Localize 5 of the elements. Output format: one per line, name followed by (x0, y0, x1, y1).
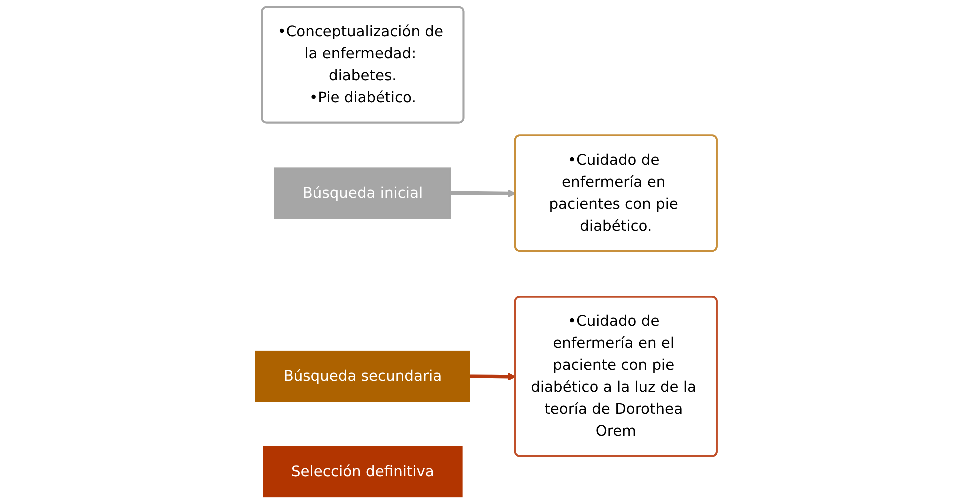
arrow (450, 190, 516, 198)
node-box: Búsqueda secundaria (255, 350, 470, 402)
node-box: Selección definitiva (262, 446, 463, 498)
arrow (469, 372, 516, 381)
node-box: Búsqueda inicial (274, 168, 452, 219)
